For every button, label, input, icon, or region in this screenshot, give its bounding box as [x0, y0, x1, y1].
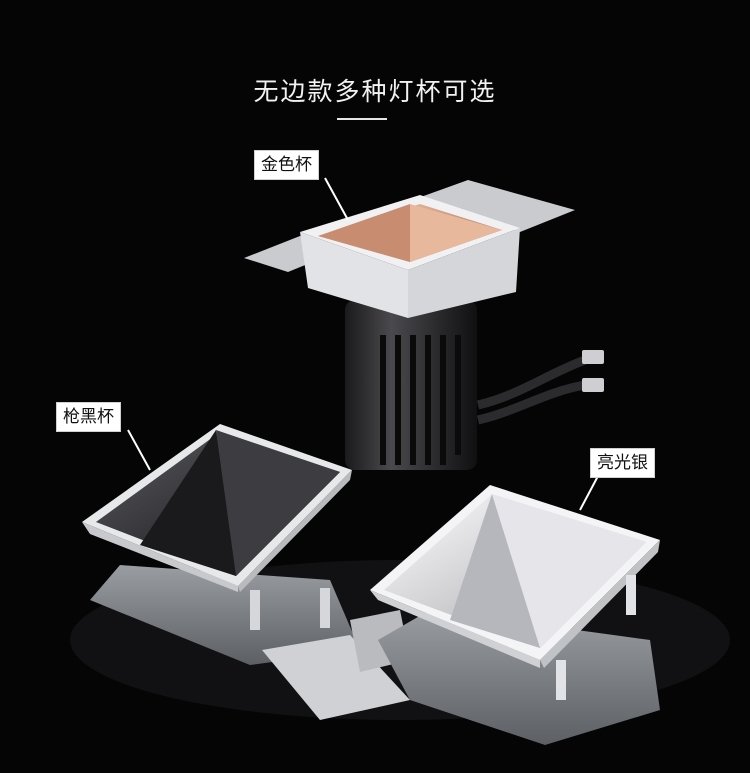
- gold-label-pointer: [324, 177, 349, 221]
- heatsink-fins: [380, 335, 461, 465]
- silver-cup-label: 亮光银: [590, 448, 655, 478]
- silver-cup-lamp: [370, 485, 660, 745]
- black-label-pointer: [127, 429, 151, 471]
- gold-cup-lamp: [244, 180, 604, 470]
- black-cup-label: 枪黑杯: [56, 402, 121, 432]
- mounting-wing-right: [418, 180, 575, 232]
- silver-label-pointer: [579, 475, 599, 511]
- power-cable: [476, 355, 587, 410]
- silver-cup-base: [378, 610, 660, 745]
- title-divider: [337, 118, 387, 120]
- mounting-strip: [262, 635, 410, 720]
- black-cup-base: [90, 565, 360, 665]
- black-cup-lamp: [82, 424, 360, 665]
- cable-connector: [582, 350, 604, 364]
- gold-cup-label: 金色杯: [254, 150, 319, 180]
- page-title: 无边款多种灯杯可选: [253, 77, 497, 106]
